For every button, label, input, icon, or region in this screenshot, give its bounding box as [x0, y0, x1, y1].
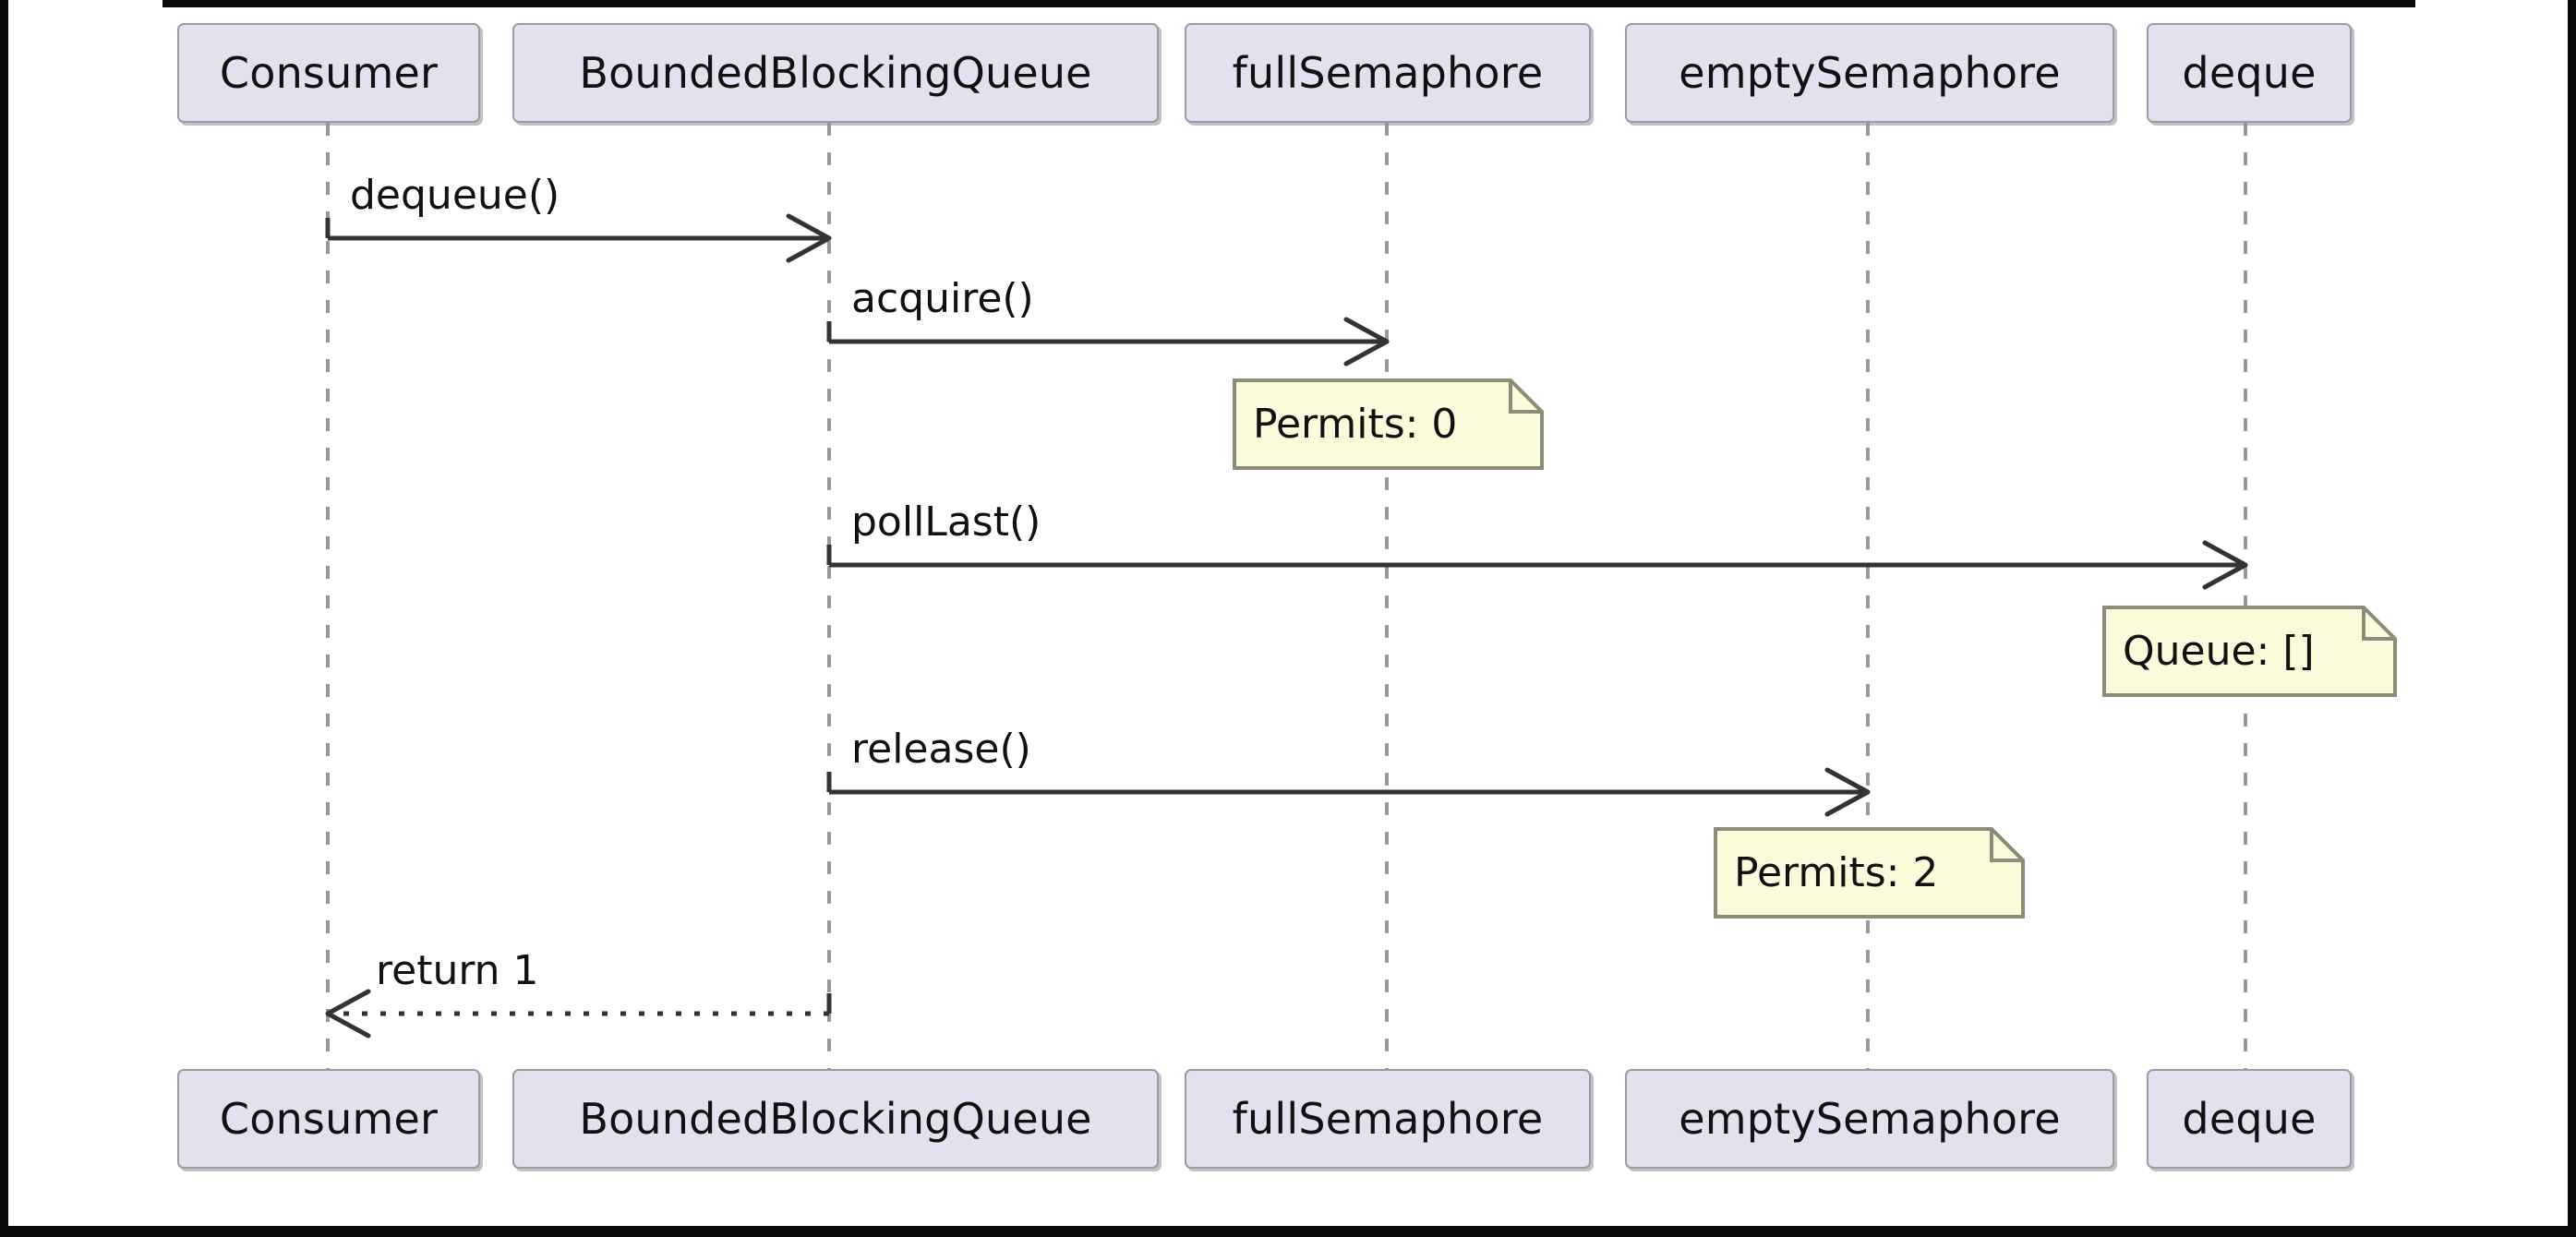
- message-label-m1: dequeue(): [350, 172, 560, 219]
- note-text: Queue: []: [2123, 628, 2315, 675]
- participant-label: deque: [2182, 48, 2317, 98]
- frame-bottom-border: [0, 1226, 2576, 1237]
- participant-label: Consumer: [219, 48, 439, 98]
- participant-consumer-footer[interactable]: Consumer: [177, 1069, 480, 1169]
- participant-deque-footer[interactable]: deque: [2147, 1069, 2352, 1169]
- lifelines-group: [326, 123, 2247, 1069]
- note-text: Permits: 2: [1734, 849, 1939, 896]
- participant-label: deque: [2182, 1094, 2317, 1144]
- participant-label: fullSemaphore: [1232, 48, 1544, 98]
- note-fold-n2: [2362, 607, 2395, 641]
- participant-consumer-header[interactable]: Consumer: [177, 23, 480, 123]
- participant-label: emptySemaphore: [1679, 1094, 2061, 1144]
- note-n3: Permits: 2: [1715, 829, 2023, 917]
- message-arrowhead-m2: [1343, 317, 1390, 366]
- frame-top-border: [163, 0, 2415, 7]
- participant-label: BoundedBlockingQueue: [579, 1094, 1092, 1144]
- participant-deque-header[interactable]: deque: [2147, 23, 2352, 123]
- participant-empty-footer[interactable]: emptySemaphore: [1625, 1069, 2114, 1169]
- note-text: Permits: 0: [1253, 401, 1458, 448]
- note-body-n1: [1233, 378, 1544, 470]
- message-arrowhead-m4: [1824, 767, 1871, 817]
- message-arrowhead-m1: [786, 213, 832, 263]
- message-label-m4: release(): [851, 726, 1031, 773]
- frame-right-border: [2568, 0, 2576, 1237]
- participant-queue-header[interactable]: BoundedBlockingQueue: [512, 23, 1159, 123]
- messages-group: [325, 213, 2248, 1039]
- participant-full-header[interactable]: fullSemaphore: [1185, 23, 1591, 123]
- message-arrowhead-m5: [325, 989, 371, 1039]
- note-fold-n1: [1509, 380, 1542, 414]
- participant-label: emptySemaphore: [1679, 48, 2061, 98]
- message-label-m5: return 1: [376, 947, 539, 994]
- note-shapes-group: [1233, 378, 2397, 919]
- participant-empty-header[interactable]: emptySemaphore: [1625, 23, 2114, 123]
- participant-label: Consumer: [219, 1094, 439, 1144]
- message-label-m3: pollLast(): [851, 498, 1041, 546]
- participant-queue-footer[interactable]: BoundedBlockingQueue: [512, 1069, 1159, 1169]
- note-n2: Queue: []: [2104, 607, 2395, 695]
- note-n1: Permits: 0: [1234, 380, 1542, 468]
- note-body-n2: [2102, 606, 2397, 697]
- frame-left-border: [0, 0, 8, 1237]
- message-arrowhead-m3: [2202, 540, 2248, 590]
- note-fold-n3: [1990, 829, 2023, 862]
- note-body-n3: [1714, 827, 2025, 919]
- participant-full-footer[interactable]: fullSemaphore: [1185, 1069, 1591, 1169]
- participant-label: BoundedBlockingQueue: [579, 48, 1092, 98]
- participant-label: fullSemaphore: [1232, 1094, 1544, 1144]
- message-label-m2: acquire(): [851, 275, 1034, 322]
